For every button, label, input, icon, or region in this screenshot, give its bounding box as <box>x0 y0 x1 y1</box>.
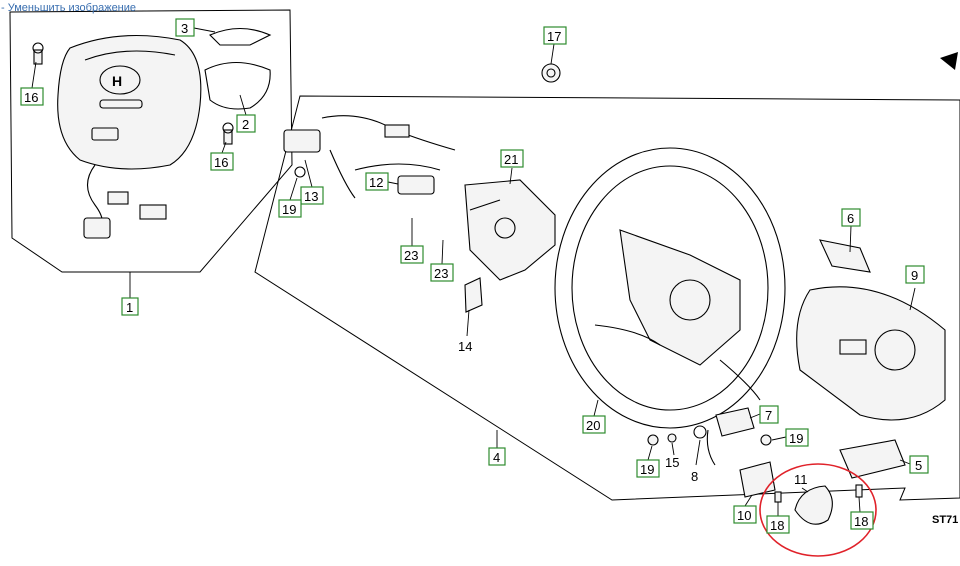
part-5 <box>839 439 906 479</box>
svg-text:11: 11 <box>794 472 808 487</box>
callout-2[interactable]: 2 <box>236 114 256 133</box>
top-bar: - Уменьшить изображение <box>0 0 136 16</box>
screws-15-19 <box>647 433 772 446</box>
svg-text:H: H <box>112 73 122 89</box>
callout-16b[interactable]: 16 <box>210 152 234 171</box>
svg-text:17: 17 <box>547 29 561 44</box>
callout-19b[interactable]: 19 <box>785 428 809 447</box>
wheel-group-outline <box>254 95 960 501</box>
svg-text:6: 6 <box>847 211 854 226</box>
steering-wheel-20 <box>554 147 786 429</box>
callout-16a[interactable]: 16 <box>20 87 44 106</box>
svg-text:10: 10 <box>737 508 751 523</box>
svg-text:18: 18 <box>770 518 784 533</box>
callout-11: 11 <box>794 472 808 487</box>
callout-23a[interactable]: 23 <box>400 245 424 264</box>
svg-text:2: 2 <box>242 117 249 132</box>
airbag-module: H <box>57 34 202 239</box>
svg-text:23: 23 <box>404 248 418 263</box>
callout-7[interactable]: 7 <box>759 405 779 424</box>
part-14 <box>464 277 483 313</box>
callout-18b[interactable]: 18 <box>850 511 874 530</box>
reference-code: ST71 <box>932 514 958 526</box>
callout-8: 8 <box>691 469 698 484</box>
callout-19a[interactable]: 19 <box>278 199 302 218</box>
callout-15: 15 <box>665 455 679 470</box>
svg-text:4: 4 <box>493 450 500 465</box>
parts-10-11-18 <box>739 461 863 525</box>
svg-text:14: 14 <box>458 339 472 354</box>
callout-13[interactable]: 13 <box>300 186 324 205</box>
cover-plates <box>204 27 272 110</box>
callout-5[interactable]: 5 <box>909 455 929 474</box>
nut-17 <box>541 63 561 83</box>
highlight-circle <box>759 463 877 557</box>
callout-14: 14 <box>458 339 472 354</box>
callout-1[interactable]: 1 <box>121 297 139 316</box>
svg-text:16: 16 <box>24 90 38 105</box>
callout-10[interactable]: 10 <box>733 505 757 524</box>
svg-text:19: 19 <box>282 202 296 217</box>
callout-17[interactable]: 17 <box>543 26 567 45</box>
cruise-switches-and-wiring <box>283 115 456 199</box>
callout-21[interactable]: 21 <box>500 149 524 168</box>
svg-text:3: 3 <box>181 21 188 36</box>
horn-cover-9 <box>796 286 946 421</box>
direction-arrow-icon <box>940 52 958 70</box>
airbag-group-outline <box>9 9 293 273</box>
callout-20[interactable]: 20 <box>582 415 606 434</box>
parts-7-8 <box>693 407 755 466</box>
svg-text:7: 7 <box>765 408 772 423</box>
svg-text:16: 16 <box>214 155 228 170</box>
svg-text:19: 19 <box>789 431 803 446</box>
svg-text:19: 19 <box>640 462 654 477</box>
callout-4[interactable]: 4 <box>488 447 506 466</box>
svg-text:18: 18 <box>854 514 868 529</box>
leader-lines <box>31 27 916 516</box>
part-6 <box>819 239 871 273</box>
reduce-image-link[interactable]: - Уменьшить изображение <box>1 2 137 14</box>
svg-text:13: 13 <box>304 189 318 204</box>
callout-23b[interactable]: 23 <box>430 263 454 282</box>
callout-19c[interactable]: 19 <box>636 459 660 478</box>
svg-text:8: 8 <box>691 469 698 484</box>
svg-text:23: 23 <box>434 266 448 281</box>
svg-text:20: 20 <box>586 418 600 433</box>
callout-18a[interactable]: 18 <box>766 515 790 534</box>
bolts-16 <box>32 42 234 145</box>
svg-text:1: 1 <box>126 300 133 315</box>
callout-12[interactable]: 12 <box>365 172 389 191</box>
callout-3[interactable]: 3 <box>175 18 195 37</box>
switch-bracket-21 <box>464 179 556 281</box>
svg-text:5: 5 <box>915 458 922 473</box>
svg-text:21: 21 <box>504 152 518 167</box>
callout-6[interactable]: 6 <box>841 208 861 227</box>
callout-9[interactable]: 9 <box>905 265 925 284</box>
svg-text:15: 15 <box>665 455 679 470</box>
svg-text:9: 9 <box>911 268 918 283</box>
svg-text:12: 12 <box>369 175 383 190</box>
